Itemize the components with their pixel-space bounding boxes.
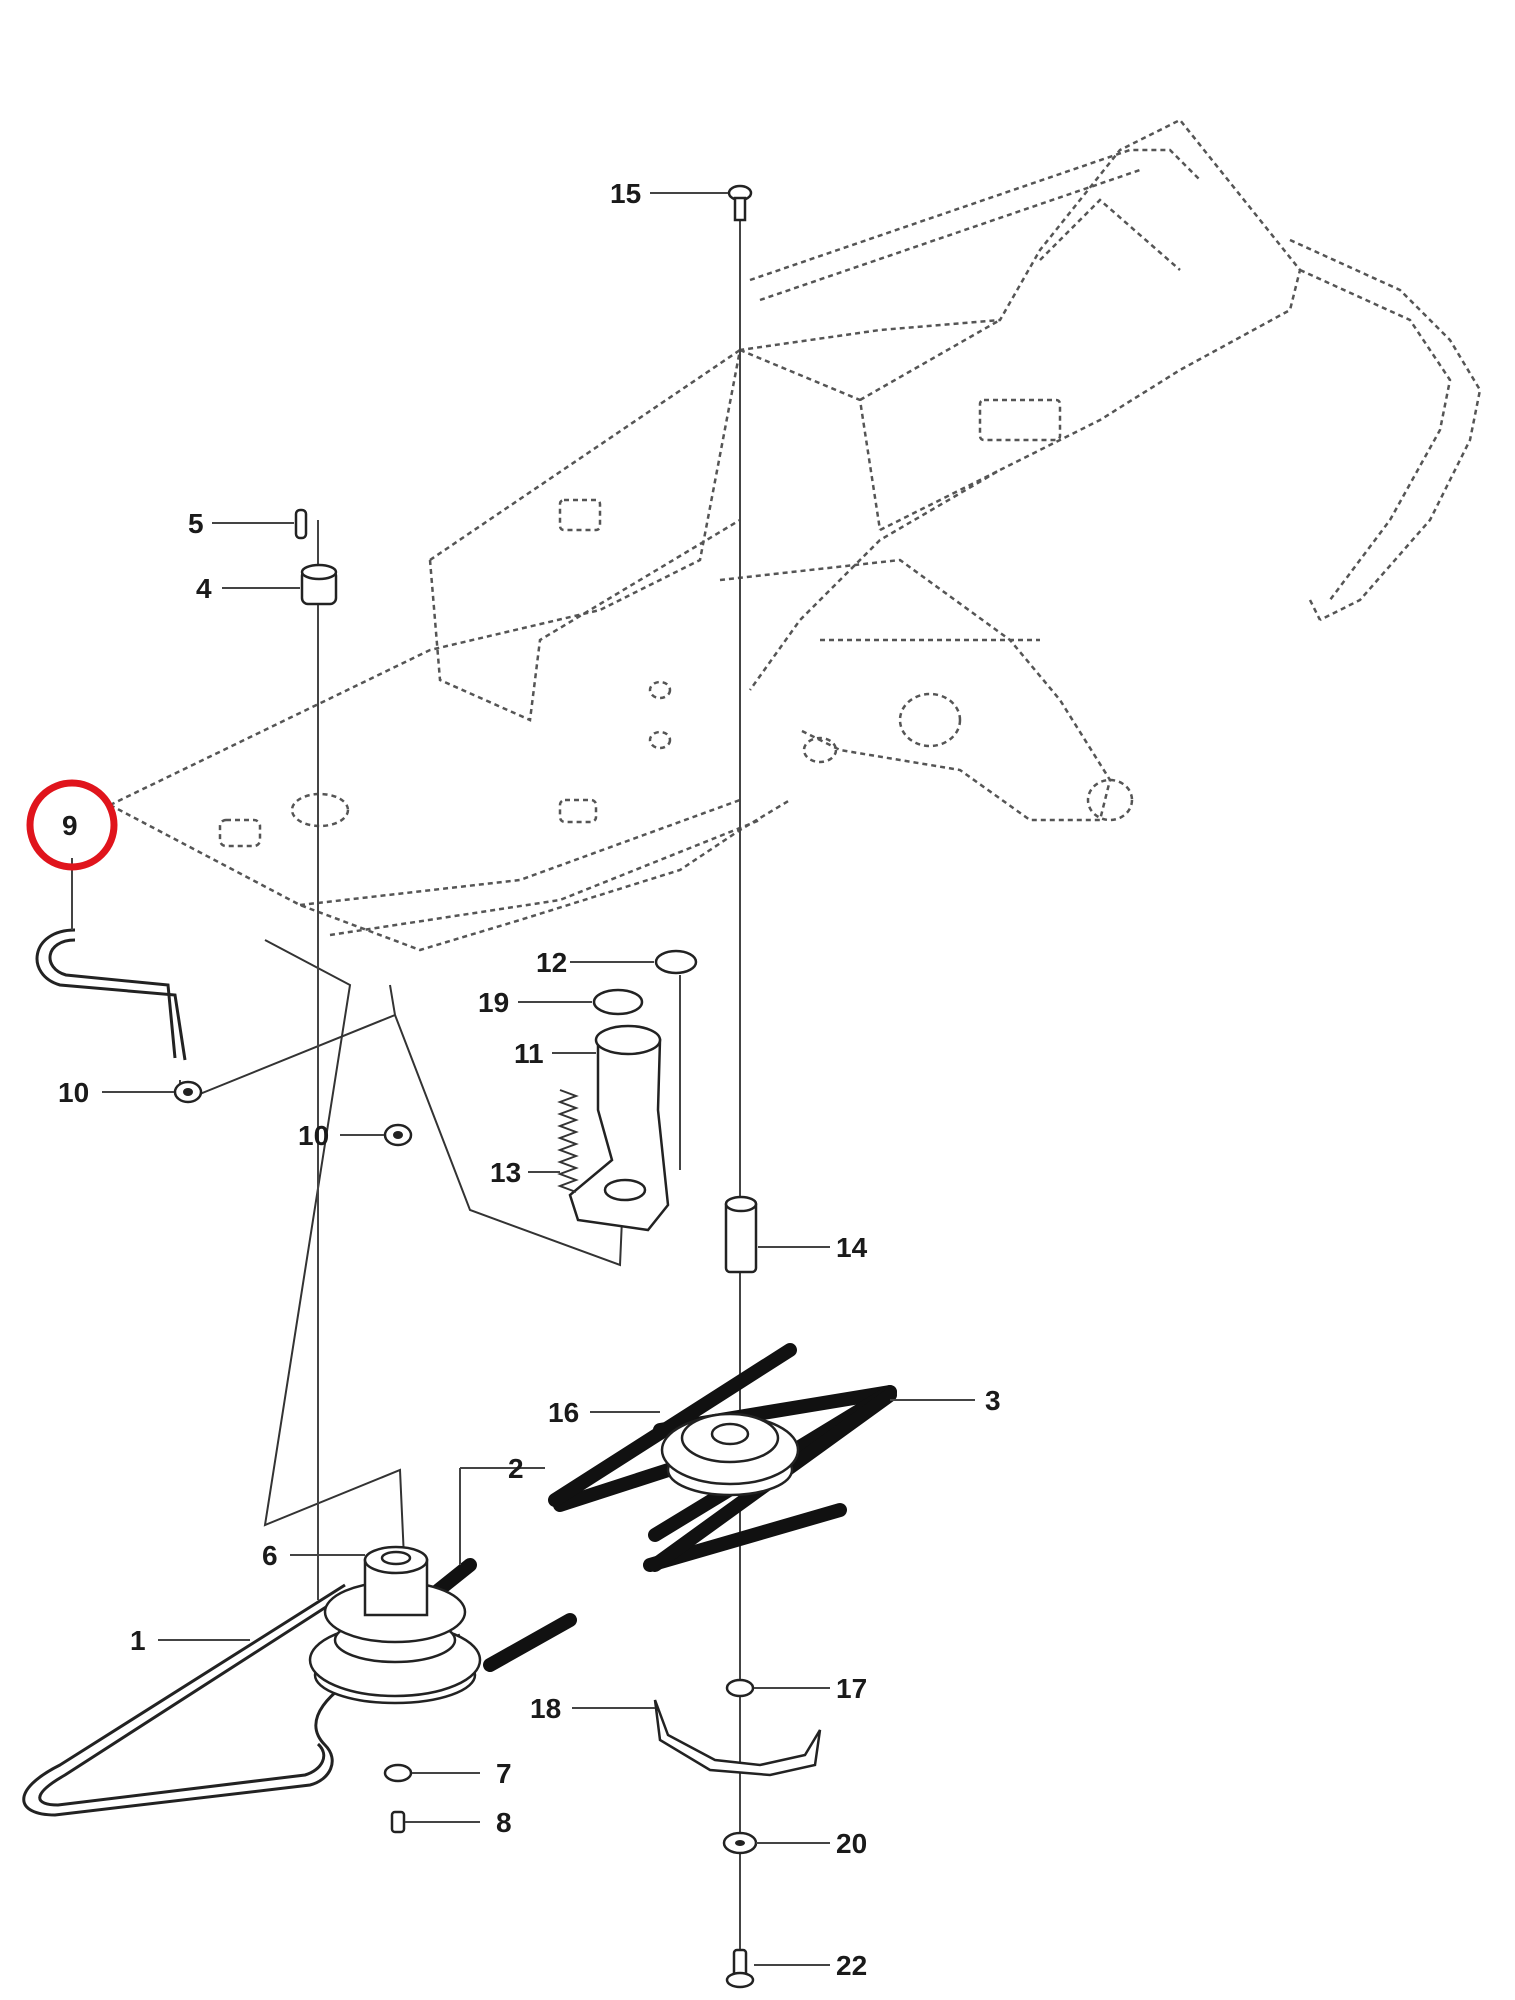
highlight-circle: [26, 779, 118, 871]
label-5[interactable]: 5: [188, 508, 204, 539]
label-8[interactable]: 8: [496, 1807, 512, 1838]
part-11-idler-arm[interactable]: [568, 1024, 670, 1232]
chassis-frame: [109, 118, 1482, 952]
part-6-pulley-stack[interactable]: [308, 1545, 482, 1705]
part-9-rod[interactable]: [35, 928, 187, 1061]
label-15[interactable]: 15: [610, 178, 641, 209]
label-11[interactable]: 11: [514, 1038, 544, 1069]
label-12[interactable]: 12: [536, 947, 567, 978]
label-6[interactable]: 6: [262, 1540, 278, 1571]
label-7[interactable]: 7: [496, 1758, 512, 1789]
label-16[interactable]: 16: [548, 1397, 579, 1428]
part-labels: 15 5 4 9 10 10 12 19 11 13 14 16 3 2 6 1…: [58, 178, 1001, 1981]
label-22[interactable]: 22: [836, 1950, 867, 1981]
label-17[interactable]: 17: [836, 1673, 867, 1704]
part-16-pulley[interactable]: [548, 1343, 897, 1572]
label-13[interactable]: 13: [490, 1157, 521, 1188]
label-10-left[interactable]: 10: [58, 1077, 89, 1108]
part-19-washer[interactable]: [592, 988, 644, 1016]
part-14-spacer[interactable]: [724, 1195, 758, 1274]
part-12-clip[interactable]: [654, 949, 698, 975]
label-2[interactable]: 2: [508, 1453, 524, 1484]
label-1[interactable]: 1: [130, 1625, 146, 1656]
label-14[interactable]: 14: [836, 1232, 868, 1263]
part-7-washer[interactable]: [383, 1763, 413, 1783]
part-5-pin[interactable]: [294, 508, 308, 540]
part-4-bushing[interactable]: [300, 563, 338, 606]
part-22-bolt[interactable]: [725, 1948, 755, 1989]
part-18-bracket[interactable]: [653, 1699, 822, 1777]
part-1-vbelt[interactable]: [22, 1583, 461, 1817]
label-19[interactable]: 19: [478, 987, 509, 1018]
assembly-lines: [179, 205, 741, 1960]
label-18[interactable]: 18: [530, 1693, 561, 1724]
part-10-nut-left[interactable]: [173, 1080, 203, 1104]
part-13-spring[interactable]: [557, 1089, 579, 1193]
label-4[interactable]: 4: [196, 573, 212, 604]
part-15-bolt[interactable]: [727, 184, 753, 222]
part-20-washer[interactable]: [722, 1831, 758, 1855]
part-17-washer[interactable]: [725, 1678, 755, 1698]
part-8-bolt[interactable]: [390, 1810, 406, 1834]
label-3[interactable]: 3: [985, 1385, 1001, 1416]
label-20[interactable]: 20: [836, 1828, 867, 1859]
label-9[interactable]: 9: [62, 810, 78, 841]
part-10-nut-middle[interactable]: [383, 1123, 413, 1147]
label-10-middle[interactable]: 10: [298, 1120, 329, 1151]
